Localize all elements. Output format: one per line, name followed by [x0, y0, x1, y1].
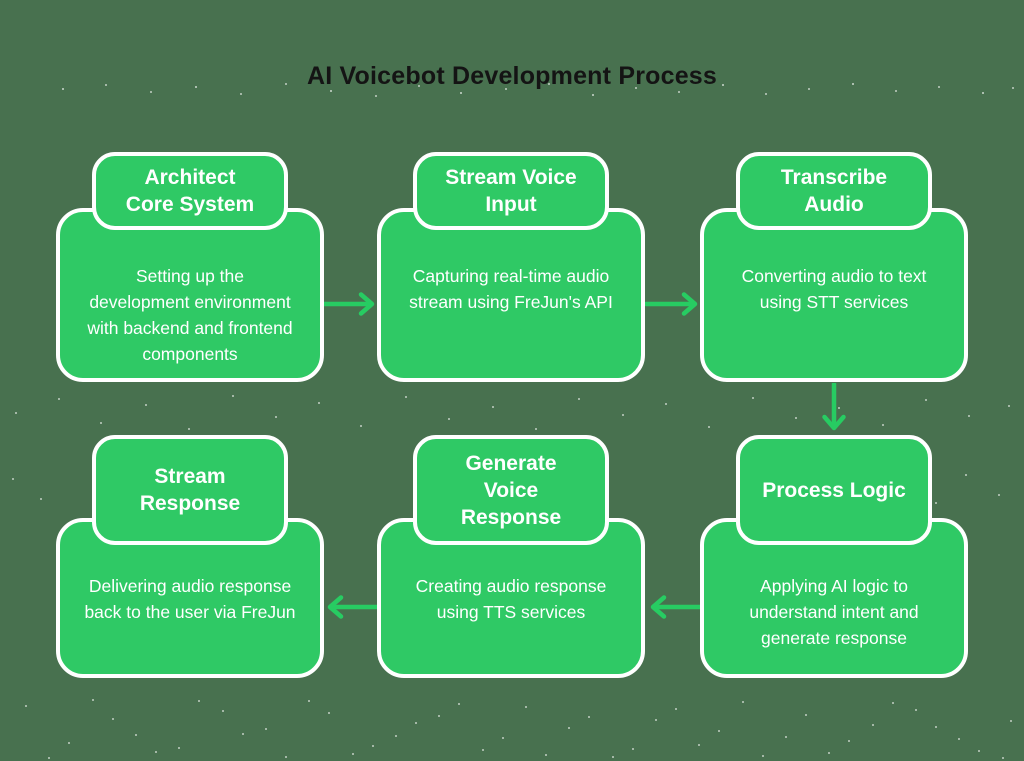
arrow-down-icon [822, 383, 846, 431]
step-description: Setting up the development environment w… [87, 266, 293, 364]
step-title-tab: Stream Response [92, 435, 288, 545]
arrow-right-icon [322, 292, 375, 316]
step-title-tab: Generate Voice Response [413, 435, 609, 545]
step-description: Capturing real-time audio stream using F… [409, 266, 613, 312]
step-transcribe-audio: Converting audio to text using STT servi… [700, 152, 968, 382]
step-description: Converting audio to text using STT servi… [741, 266, 927, 312]
arrow-left-icon [650, 595, 703, 619]
step-body: Creating audio response using TTS servic… [377, 518, 645, 678]
step-process-logic: Applying AI logic to understand intent a… [700, 435, 968, 678]
step-title-tab: Transcribe Audio [736, 152, 932, 230]
step-title-tab: Process Logic [736, 435, 932, 545]
step-architect-core-system: Setting up the development environment w… [56, 152, 324, 382]
step-stream-voice-input: Capturing real-time audio stream using F… [377, 152, 645, 382]
step-title-tab: Stream Voice Input [413, 152, 609, 230]
step-description: Applying AI logic to understand intent a… [749, 576, 919, 648]
step-title-tab: Architect Core System [92, 152, 288, 230]
step-stream-response: Delivering audio response back to the us… [56, 435, 324, 678]
step-body: Capturing real-time audio stream using F… [377, 208, 645, 382]
diagram-title: AI Voicebot Development Process [306, 62, 718, 90]
arrow-left-icon [327, 595, 380, 619]
step-generate-voice-response: Creating audio response using TTS servic… [377, 435, 645, 678]
step-description: Delivering audio response back to the us… [84, 576, 296, 622]
arrow-right-icon [645, 292, 698, 316]
background-noise [0, 0, 2, 2]
step-description: Creating audio response using TTS servic… [415, 576, 607, 622]
step-body: Converting audio to text using STT servi… [700, 208, 968, 382]
step-body: Setting up the development environment w… [56, 208, 324, 382]
